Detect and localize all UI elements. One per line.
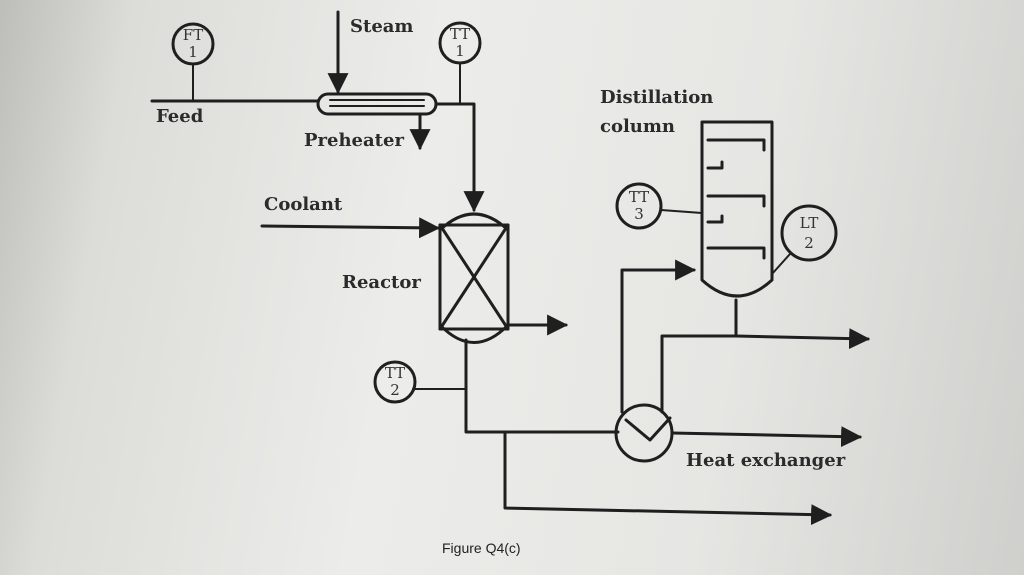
tt3-number: 3 — [634, 205, 644, 223]
feed-label: Feed — [156, 106, 204, 127]
reactor-label: Reactor — [342, 272, 421, 293]
column-feed-line — [620, 259, 697, 414]
instrument-bubble-tt3 — [615, 182, 663, 230]
column-product-arrow — [734, 328, 871, 350]
reactor-vessel — [438, 212, 510, 344]
tt1-number: 1 — [455, 42, 465, 60]
ft1-number: 1 — [188, 43, 198, 61]
instrument-bubble-tt2 — [373, 360, 417, 404]
distillation-column — [700, 120, 774, 298]
tt2-code: TT — [384, 364, 406, 382]
ft1-code: FT — [182, 26, 204, 44]
preheater-to-reactor-line — [434, 102, 485, 213]
bottom-product-line — [503, 430, 833, 526]
tt2-number: 2 — [390, 381, 400, 399]
distillation-column-label-line1: Distillation — [600, 87, 714, 108]
coolant-label: Coolant — [264, 194, 343, 215]
instrument-bubble-lt2 — [780, 204, 838, 262]
coolant-inlet-arrow — [260, 217, 441, 239]
heat-exchanger-outlet-arrow — [670, 426, 863, 448]
preheater-exchanger — [316, 92, 438, 116]
steam-label: Steam — [350, 16, 414, 37]
distillation-column-label-line2: column — [600, 116, 676, 137]
figure-caption: Figure Q4(c) — [442, 540, 521, 556]
heat-exchanger-label: Heat exchanger — [686, 450, 846, 471]
lt2-number: 2 — [804, 234, 814, 252]
lt2-code: LT — [799, 214, 819, 232]
reactor-to-heat-exchanger-line — [464, 338, 620, 434]
tt3-code: TT — [628, 188, 650, 206]
column-bottoms-line — [660, 298, 738, 414]
tt1-code: TT — [449, 25, 471, 43]
preheater-label: Preheater — [304, 130, 404, 151]
heat-exchanger-symbol — [614, 403, 674, 463]
